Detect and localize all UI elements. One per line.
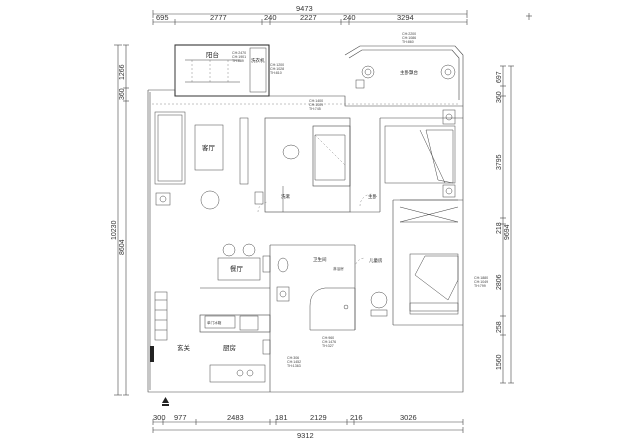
note-3-line-1: CH:1400 — [309, 99, 323, 103]
entrance-kitchen: 玄关 厨房 单门冰箱 — [150, 291, 271, 383]
dining-area: 餐厅 — [217, 243, 271, 281]
outer-walls — [147, 44, 464, 393]
dim-right-seg-3: 3795 — [496, 154, 503, 170]
room-label-kitchen: 厨房 — [223, 343, 236, 352]
room-label-bathroom: 卫生间 — [313, 256, 327, 263]
note-3-line-3: TH:745 — [309, 107, 321, 111]
note-7-line-3: TH:1363 — [287, 364, 301, 368]
dim-right-seg-7: 1560 — [496, 354, 503, 370]
dim-right-seg-2: 360 — [496, 91, 503, 103]
dim-right-seg-5: 2806 — [496, 274, 503, 290]
dim-left-seg-2: 360 — [119, 88, 126, 100]
dim-right-seg-4: 218 — [496, 222, 503, 234]
note-2-line-2: CH:1028 — [270, 67, 284, 71]
shower-label: 淋浴房 — [333, 266, 344, 271]
annotation-5: CH:1880 CH:1049 TH:799 — [474, 276, 488, 288]
door-swings — [257, 193, 373, 269]
dim-bottom-seg-3: 2483 — [227, 413, 244, 422]
note-5-line-2: CH:1049 — [474, 280, 488, 284]
dim-right-total: 9694 — [504, 224, 511, 240]
dim-right-seg-1: 697 — [496, 71, 503, 83]
dim-top-seg-2: 2777 — [210, 13, 227, 22]
note-2-line-1: CH:1200 — [270, 63, 284, 67]
dim-bottom-seg-2: 977 — [174, 413, 187, 422]
dim-top-seg-1: 695 — [156, 13, 169, 22]
interior-walls — [199, 117, 463, 392]
note-3-line-2: CH:1009 — [309, 103, 323, 107]
balcony-area: 阳台 洗衣机 — [185, 47, 267, 93]
master-bay-area: 主卧飘台 — [355, 64, 456, 89]
room-label-dining: 餐厅 — [230, 264, 244, 273]
dim-top-total: 9473 — [296, 4, 313, 13]
note-1-line-1: CH:2470 — [232, 51, 246, 55]
fridge-label: 单门冰箱 — [207, 320, 222, 325]
dim-top-seg-3: 240 — [264, 13, 277, 22]
annotation-7: CH:306 CH:1452 TH:1363 — [287, 356, 301, 368]
north-arrow-icon — [526, 13, 532, 20]
dim-bottom-seg-5: 2129 — [310, 413, 327, 422]
right-dimension-line: 697 360 3795 218 2806 258 1560 9694 — [496, 65, 514, 384]
room-label-wash: 洗漱 — [281, 193, 290, 200]
annotation-6: CH:960 CH:1476 TH:327 — [322, 336, 336, 348]
note-6-line-3: TH:327 — [322, 344, 334, 348]
annotation-3: CH:1400 CH:1009 TH:745 — [309, 99, 323, 111]
note-1-line-3: TH:889 — [232, 59, 244, 63]
dim-left-seg-3: 8604 — [119, 239, 126, 255]
annotation-4: CH:2200 CH:1086 TH:860 — [402, 32, 416, 44]
note-5-line-1: CH:1880 — [474, 276, 488, 280]
room-label-master: 主卧 — [368, 193, 377, 200]
note-7-line-2: CH:1452 — [287, 360, 301, 364]
dim-bottom-seg-7: 3026 — [400, 413, 417, 422]
note-7-line-1: CH:306 — [287, 356, 299, 360]
top-dimension-line: 9473 695 2777 240 2227 240 3294 — [152, 4, 468, 25]
dim-bottom-total: 9312 — [297, 431, 314, 440]
note-4-line-1: CH:2200 — [402, 32, 416, 36]
wash-area: 洗漱 — [254, 134, 346, 212]
annotation-2: CH:1200 CH:1028 TH:810 — [270, 63, 284, 75]
master-bedroom: 主卧 — [368, 109, 456, 200]
room-label-entrance: 玄关 — [177, 343, 191, 352]
entrance-arrow-icon — [162, 397, 169, 406]
dim-bottom-seg-1: 300 — [153, 413, 166, 422]
dim-top-seg-5: 240 — [343, 13, 356, 22]
dim-bottom-seg-6: 216 — [350, 413, 363, 422]
note-6-line-1: CH:960 — [322, 336, 334, 340]
left-dimension-line: 10230 1266 360 8604 — [111, 44, 129, 396]
dim-top-seg-6: 3294 — [397, 13, 414, 22]
note-4-line-3: TH:860 — [402, 40, 414, 44]
room-label-master-bay: 主卧飘台 — [400, 69, 418, 76]
room-label-living: 客厅 — [202, 143, 216, 152]
note-1-line-2: CH:1901 — [232, 55, 246, 59]
room-label-child: 儿童房 — [369, 257, 383, 264]
note-5-line-3: TH:799 — [474, 284, 486, 288]
note-2-line-3: TH:810 — [270, 71, 282, 75]
dim-left-seg-1: 1266 — [119, 64, 126, 80]
bathroom-area: 卫生间 淋浴房 — [276, 256, 356, 331]
dim-left-total: 10230 — [111, 220, 118, 240]
laundry-label: 洗衣机 — [251, 57, 265, 64]
annotation-1: CH:2470 CH:1901 TH:889 — [232, 51, 246, 63]
note-4-line-2: CH:1086 — [402, 36, 416, 40]
note-6-line-2: CH:1476 — [322, 340, 336, 344]
bottom-dimension-line: 300 977 2483 181 2129 216 3026 9312 — [152, 413, 464, 440]
living-room: 客厅 — [154, 111, 249, 210]
dim-bottom-seg-4: 181 — [275, 413, 288, 422]
dim-top-seg-4: 2227 — [300, 13, 317, 22]
room-label-balcony: 阳台 — [206, 50, 219, 59]
child-room: 儿童房 — [369, 253, 459, 317]
dim-right-seg-6: 258 — [496, 321, 503, 333]
